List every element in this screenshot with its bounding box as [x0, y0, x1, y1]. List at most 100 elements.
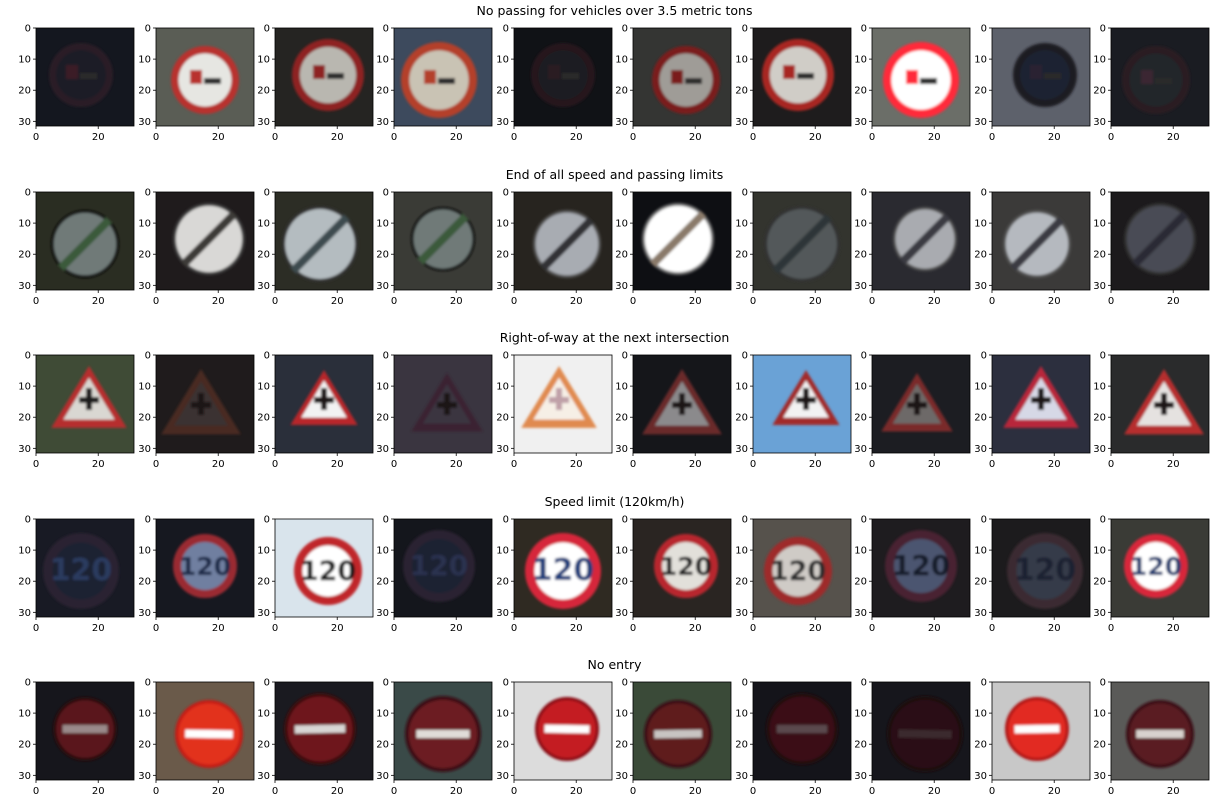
- y-tick-label: 0: [25, 678, 31, 689]
- x-tick-label: 20: [331, 623, 344, 634]
- sign-face: [894, 539, 948, 593]
- y-tick-label: 10: [615, 382, 628, 393]
- x-tick-label: 0: [391, 459, 397, 470]
- y-tick-label: 10: [496, 55, 509, 66]
- y-tick-label: 0: [1100, 351, 1106, 362]
- axes-frame: [1110, 681, 1210, 781]
- y-tick-label: 0: [25, 515, 31, 526]
- y-tick-label: 10: [735, 382, 748, 393]
- x-tick-label: 20: [450, 786, 463, 797]
- sign-symbol: 120: [892, 549, 950, 582]
- axes-frame: [1110, 191, 1210, 291]
- x-tick-label: 20: [1167, 296, 1180, 307]
- sign-symbol: [544, 724, 590, 734]
- x-tick-label: 0: [630, 132, 636, 143]
- x-tick-label: 0: [989, 623, 995, 634]
- y-tick-label: 20: [138, 740, 151, 751]
- axes-frame: [991, 191, 1091, 291]
- y-tick-label: 0: [145, 188, 151, 199]
- sign-symbol: [1010, 217, 1064, 271]
- y-tick-label: 0: [622, 515, 628, 526]
- x-tick-label: 20: [809, 623, 822, 634]
- y-tick-label: 0: [981, 678, 987, 689]
- sign-face: [662, 542, 710, 590]
- x-tick-label: 20: [1048, 296, 1061, 307]
- x-tick-label: 20: [570, 786, 583, 797]
- sign-symbol: [685, 78, 702, 84]
- sign-symbol: 120: [179, 552, 231, 581]
- x-tick-label: 0: [511, 786, 517, 797]
- x-tick-label: 0: [153, 132, 159, 143]
- y-tick-label: 10: [735, 546, 748, 557]
- x-tick-label: 0: [33, 786, 39, 797]
- x-tick-label: 0: [989, 132, 995, 143]
- y-tick-label: 0: [383, 351, 389, 362]
- sign-symbol: [416, 730, 470, 738]
- y-tick-label: 0: [145, 515, 151, 526]
- y-tick-label: 30: [18, 117, 31, 128]
- y-tick-label: 30: [138, 444, 151, 455]
- y-tick-label: 0: [622, 188, 628, 199]
- y-tick-label: 10: [18, 219, 31, 230]
- y-tick-label: 0: [264, 678, 270, 689]
- sign-symbol: [899, 213, 951, 265]
- axes-frame: [991, 681, 1091, 781]
- sign-symbol: 120: [660, 552, 712, 581]
- y-tick-label: 0: [503, 678, 509, 689]
- y-tick-label: 0: [25, 24, 31, 35]
- sign-symbol: [66, 65, 78, 79]
- axes-frame: [871, 681, 971, 781]
- x-tick-label: 0: [869, 623, 875, 634]
- sign-face: [1016, 542, 1074, 600]
- axes-frame: [991, 27, 1091, 127]
- axes-frame: [1110, 27, 1210, 127]
- x-tick-label: 20: [92, 459, 105, 470]
- y-tick-label: 20: [735, 577, 748, 588]
- y-tick-label: 20: [735, 250, 748, 261]
- y-tick-label: 20: [1093, 86, 1106, 97]
- sign-symbol: 120: [1130, 552, 1182, 581]
- sign-face: [1132, 542, 1180, 590]
- x-tick-label: 0: [511, 459, 517, 470]
- x-tick-label: 20: [331, 132, 344, 143]
- sign-symbol: [671, 70, 683, 84]
- x-tick-label: 0: [1108, 459, 1114, 470]
- sign-symbol: [1136, 730, 1184, 738]
- sign-symbol: [562, 73, 579, 79]
- y-tick-label: 30: [138, 281, 151, 292]
- axes-frame: [274, 354, 374, 454]
- axes-frame: [155, 354, 255, 454]
- x-tick-label: 0: [391, 296, 397, 307]
- x-tick-label: 0: [153, 296, 159, 307]
- y-tick-label: 20: [138, 577, 151, 588]
- x-tick-label: 20: [1048, 786, 1061, 797]
- y-tick-label: 20: [615, 86, 628, 97]
- y-tick-label: 30: [496, 444, 509, 455]
- y-tick-label: 20: [376, 740, 389, 751]
- y-tick-label: 30: [735, 608, 748, 619]
- axes-frame: [155, 191, 255, 291]
- axes-frame: [393, 518, 493, 618]
- y-tick-label: 10: [974, 219, 987, 230]
- sign-symbol: [79, 397, 99, 403]
- x-tick-label: 0: [989, 459, 995, 470]
- y-tick-label: 0: [742, 678, 748, 689]
- y-tick-label: 10: [18, 546, 31, 557]
- y-tick-label: 20: [735, 413, 748, 424]
- axes-frame: [632, 354, 732, 454]
- x-tick-label: 0: [272, 786, 278, 797]
- y-tick-label: 0: [861, 188, 867, 199]
- y-tick-label: 30: [376, 281, 389, 292]
